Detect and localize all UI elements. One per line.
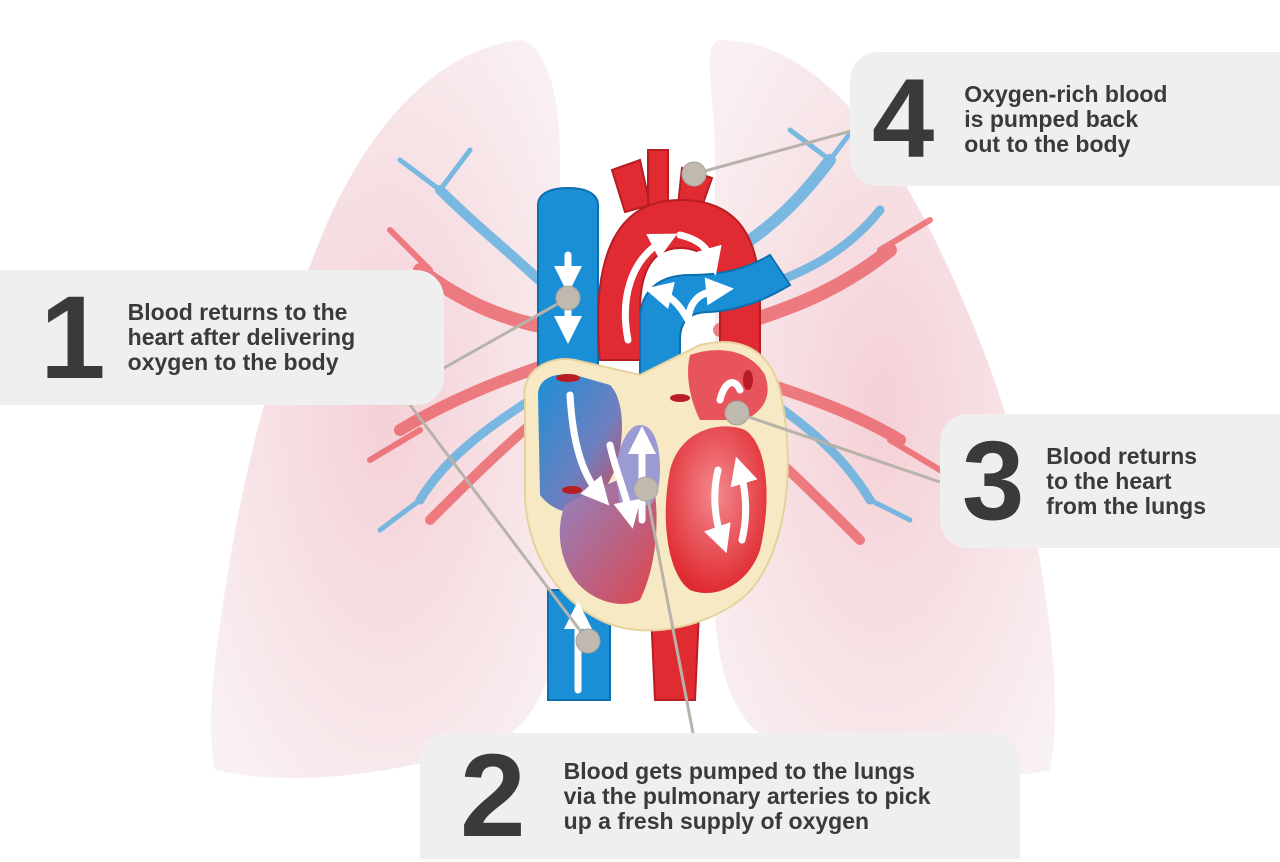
callout-4-line-1: Oxygen-rich blood bbox=[964, 82, 1167, 107]
marker-2 bbox=[634, 477, 658, 501]
callout-1-line-1: Blood returns to the bbox=[128, 300, 356, 325]
marker-4 bbox=[682, 162, 706, 186]
callout-4-text: Oxygen-rich blood is pumped back out to … bbox=[964, 82, 1167, 157]
callout-1-line-3: oxygen to the body bbox=[128, 350, 356, 375]
callout-3-line-2: to the heart bbox=[1046, 469, 1206, 494]
callout-2-line-1: Blood gets pumped to the lungs bbox=[564, 759, 931, 784]
callout-1-line-2: heart after delivering bbox=[128, 325, 356, 350]
callout-1-text: Blood returns to the heart after deliver… bbox=[128, 300, 356, 375]
callout-3: 3 Blood returns to the heart from the lu… bbox=[940, 414, 1280, 548]
callout-2: 2 Blood gets pumped to the lungs via the… bbox=[420, 733, 1020, 859]
marker-3 bbox=[725, 401, 749, 425]
callout-2-line-3: up a fresh supply of oxygen bbox=[564, 809, 931, 834]
callout-4-line-2: is pumped back bbox=[964, 107, 1167, 132]
callout-1-number: 1 bbox=[40, 279, 106, 397]
callout-1: 1 Blood returns to the heart after deliv… bbox=[0, 270, 444, 405]
marker-2-low bbox=[576, 629, 600, 653]
callout-4-number: 4 bbox=[872, 63, 934, 175]
callout-3-line-3: from the lungs bbox=[1046, 494, 1206, 519]
callout-2-text: Blood gets pumped to the lungs via the p… bbox=[564, 759, 931, 834]
callout-2-number: 2 bbox=[460, 737, 526, 855]
marker-1 bbox=[556, 286, 580, 310]
callout-4: 4 Oxygen-rich blood is pumped back out t… bbox=[850, 52, 1280, 186]
callout-3-text: Blood returns to the heart from the lung… bbox=[1046, 444, 1206, 519]
callout-3-number: 3 bbox=[962, 425, 1024, 537]
callout-2-line-2: via the pulmonary arteries to pick bbox=[564, 784, 931, 809]
callout-4-line-3: out to the body bbox=[964, 132, 1167, 157]
left-lung bbox=[211, 40, 560, 778]
callout-3-line-1: Blood returns bbox=[1046, 444, 1206, 469]
